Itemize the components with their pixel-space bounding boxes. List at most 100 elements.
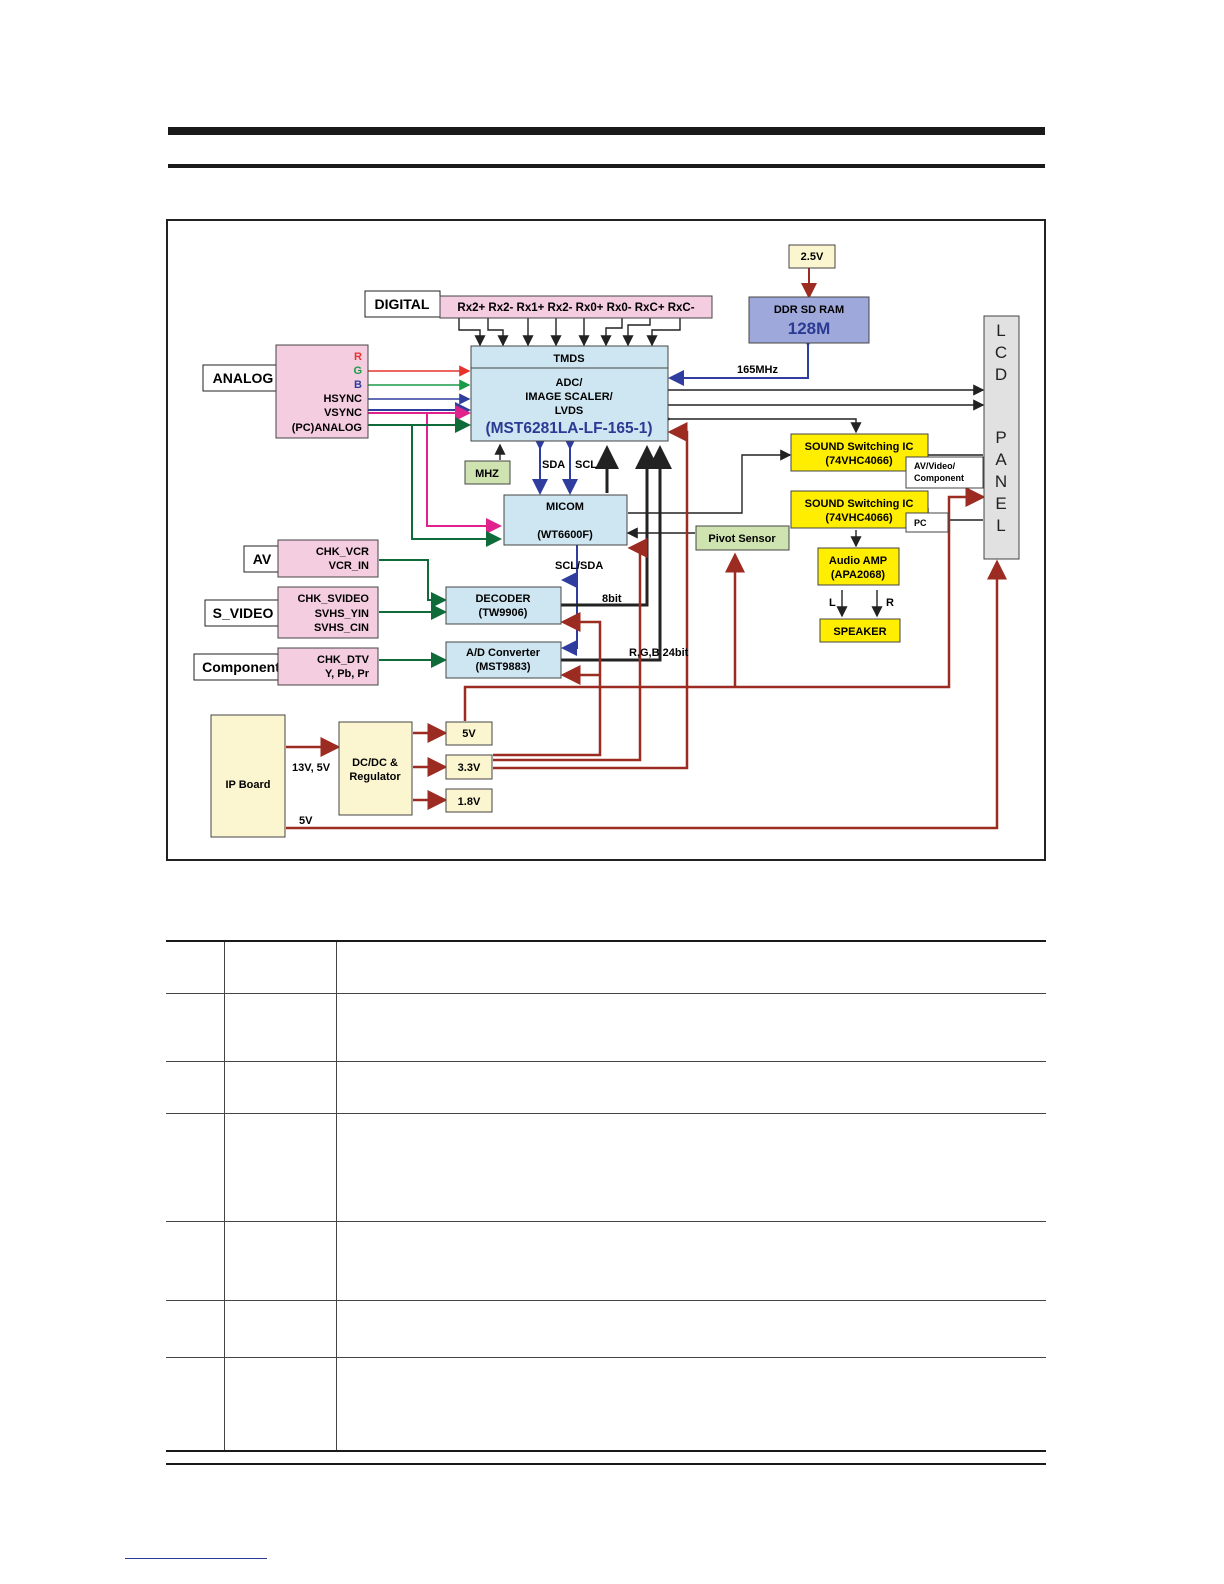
speaker-box xyxy=(819,618,901,643)
analog-signals-box xyxy=(275,344,369,439)
rail-5v-label: 5V xyxy=(462,728,476,740)
scaler-line3: LVDS xyxy=(555,405,584,417)
rail-33v-adc xyxy=(493,538,648,762)
pivot-sensor-box xyxy=(695,525,790,551)
adc-24bit-line xyxy=(561,445,672,662)
ip-5v-lcd-line xyxy=(286,559,1007,830)
table-row xyxy=(166,1357,1046,1358)
mhz-label: MHZ xyxy=(475,468,499,480)
ram-size: 128M xyxy=(788,319,831,338)
component-label: Component xyxy=(202,659,280,675)
sda-label: SDA xyxy=(542,459,565,471)
ip-out-label: 13V, 5V xyxy=(292,762,331,774)
adc-part: (MST9883) xyxy=(475,661,530,673)
lcd-letter-l2: L xyxy=(996,516,1005,535)
lcd-letter-d: D xyxy=(995,365,1007,384)
analog-vsync: VSYNC xyxy=(324,407,362,419)
scaler-sound-line xyxy=(660,413,862,434)
rgb-24bit-label: R,G,B 24bit xyxy=(629,647,689,659)
scaler-line2: IMAGE SCALER/ xyxy=(525,391,612,403)
svideo-label-box xyxy=(204,599,283,627)
scaler-tmds: TMDS xyxy=(553,353,584,365)
scl-sda-label: SCL/SDA xyxy=(555,560,603,572)
mhz-box xyxy=(464,460,511,485)
svideo-label: S_VIDEO xyxy=(213,605,274,621)
footer-rule xyxy=(166,1463,1046,1465)
component-sig2: Y, Pb, Pr xyxy=(325,668,370,680)
analog-label-box xyxy=(202,364,284,392)
av-sig1: CHK_VCR xyxy=(316,546,369,558)
av-line xyxy=(379,559,447,608)
right-channel-label: R xyxy=(886,597,894,609)
v25-box xyxy=(788,244,836,269)
header-rule-thick xyxy=(168,127,1045,135)
table-row xyxy=(166,993,1046,994)
scaler-line1: ADC/ xyxy=(556,377,583,389)
decoder-title: DECODER xyxy=(475,593,530,605)
digital-label: DIGITAL xyxy=(375,296,430,312)
ram-title: DDR SD RAM xyxy=(774,304,844,316)
sound-ic-2-note-box xyxy=(905,512,949,533)
decoder-box xyxy=(445,586,562,625)
digital-rx-lines xyxy=(458,318,681,347)
footer-link-underline[interactable] xyxy=(125,1558,267,1559)
rail-33v-label: 3.3V xyxy=(458,762,481,774)
left-channel-label: L xyxy=(829,597,836,609)
table-row xyxy=(166,1221,1046,1222)
av-signals-box xyxy=(277,539,379,578)
sound-ic-2-box xyxy=(790,490,929,529)
analog-b: B xyxy=(354,379,362,391)
svideo-sig1: CHK_SVIDEO xyxy=(297,593,369,605)
sound-ic-2-part: (74VHC4066) xyxy=(825,512,893,524)
ip-5v-label: 5V xyxy=(299,815,313,827)
table-col-divider-1 xyxy=(224,942,225,1450)
block-diagram: DIGITAL Rx2+ Rx2- Rx1+ Rx2- Rx0+ Rx0- Rx… xyxy=(166,219,1046,861)
decoder-8bit-line xyxy=(561,445,659,607)
component-label-box xyxy=(193,653,285,681)
v25-label: 2.5V xyxy=(801,251,824,263)
svideo-sig3: SVHS_CIN xyxy=(314,622,369,634)
bit8-label: 8bit xyxy=(602,593,622,605)
rail-5v-bus xyxy=(463,487,986,721)
scl-label: SCL xyxy=(575,459,597,471)
analog-g: G xyxy=(353,365,362,377)
table-row xyxy=(166,1113,1046,1114)
sound-ic-1-part: (74VHC4066) xyxy=(825,455,893,467)
lcd-letter-l: L xyxy=(996,321,1005,340)
sound-ic-1-note-box xyxy=(905,456,984,489)
sound-ic-1-note1: AV/Video/ xyxy=(914,461,956,471)
ram-scaler-line xyxy=(668,331,816,386)
adc-title: A/D Converter xyxy=(466,647,541,659)
sound-ic-2-title: SOUND Switching IC xyxy=(805,498,914,510)
lcd-letter-a: A xyxy=(995,450,1007,469)
rail-33v-box xyxy=(445,754,493,780)
micom-title: MICOM xyxy=(546,501,584,513)
scaler-part: (MST6281LA-LF-165-1) xyxy=(485,420,652,437)
audio-amp-box xyxy=(817,547,900,586)
table-row xyxy=(166,1061,1046,1062)
rail-5v-box xyxy=(445,721,493,746)
rail-33v-micom xyxy=(493,612,602,757)
header-rule-thin xyxy=(168,164,1045,168)
lcd-panel-box xyxy=(983,315,1020,560)
rail-18v-box xyxy=(445,788,493,813)
dcdc-line1: DC/DC & xyxy=(352,757,398,769)
analog-vsync-line xyxy=(362,412,502,534)
analog-label: ANALOG xyxy=(213,370,274,386)
audio-amp-part: (APA2068) xyxy=(831,569,886,581)
ip-board-label: IP Board xyxy=(225,779,270,791)
rail-18v-label: 1.8V xyxy=(458,796,481,808)
scaler-box xyxy=(470,345,669,442)
speaker-label: SPEAKER xyxy=(833,626,886,638)
micom-box xyxy=(503,494,628,546)
freq-label: 165MHz xyxy=(737,364,778,376)
analog-pc: (PC)ANALOG xyxy=(292,422,362,434)
lcd-letter-c: C xyxy=(995,343,1007,362)
lcd-letter-e: E xyxy=(995,494,1006,513)
component-sig1: CHK_DTV xyxy=(317,654,370,666)
digital-signals: Rx2+ Rx2- Rx1+ Rx2- Rx0+ Rx0- RxC+ RxC- xyxy=(457,302,694,314)
sound-ic-1-note2: Component xyxy=(914,473,964,483)
micom-part: (WT6600F) xyxy=(537,529,593,541)
dcdc-line2: Regulator xyxy=(349,771,401,783)
sound-ic-2-note: PC xyxy=(914,518,927,528)
